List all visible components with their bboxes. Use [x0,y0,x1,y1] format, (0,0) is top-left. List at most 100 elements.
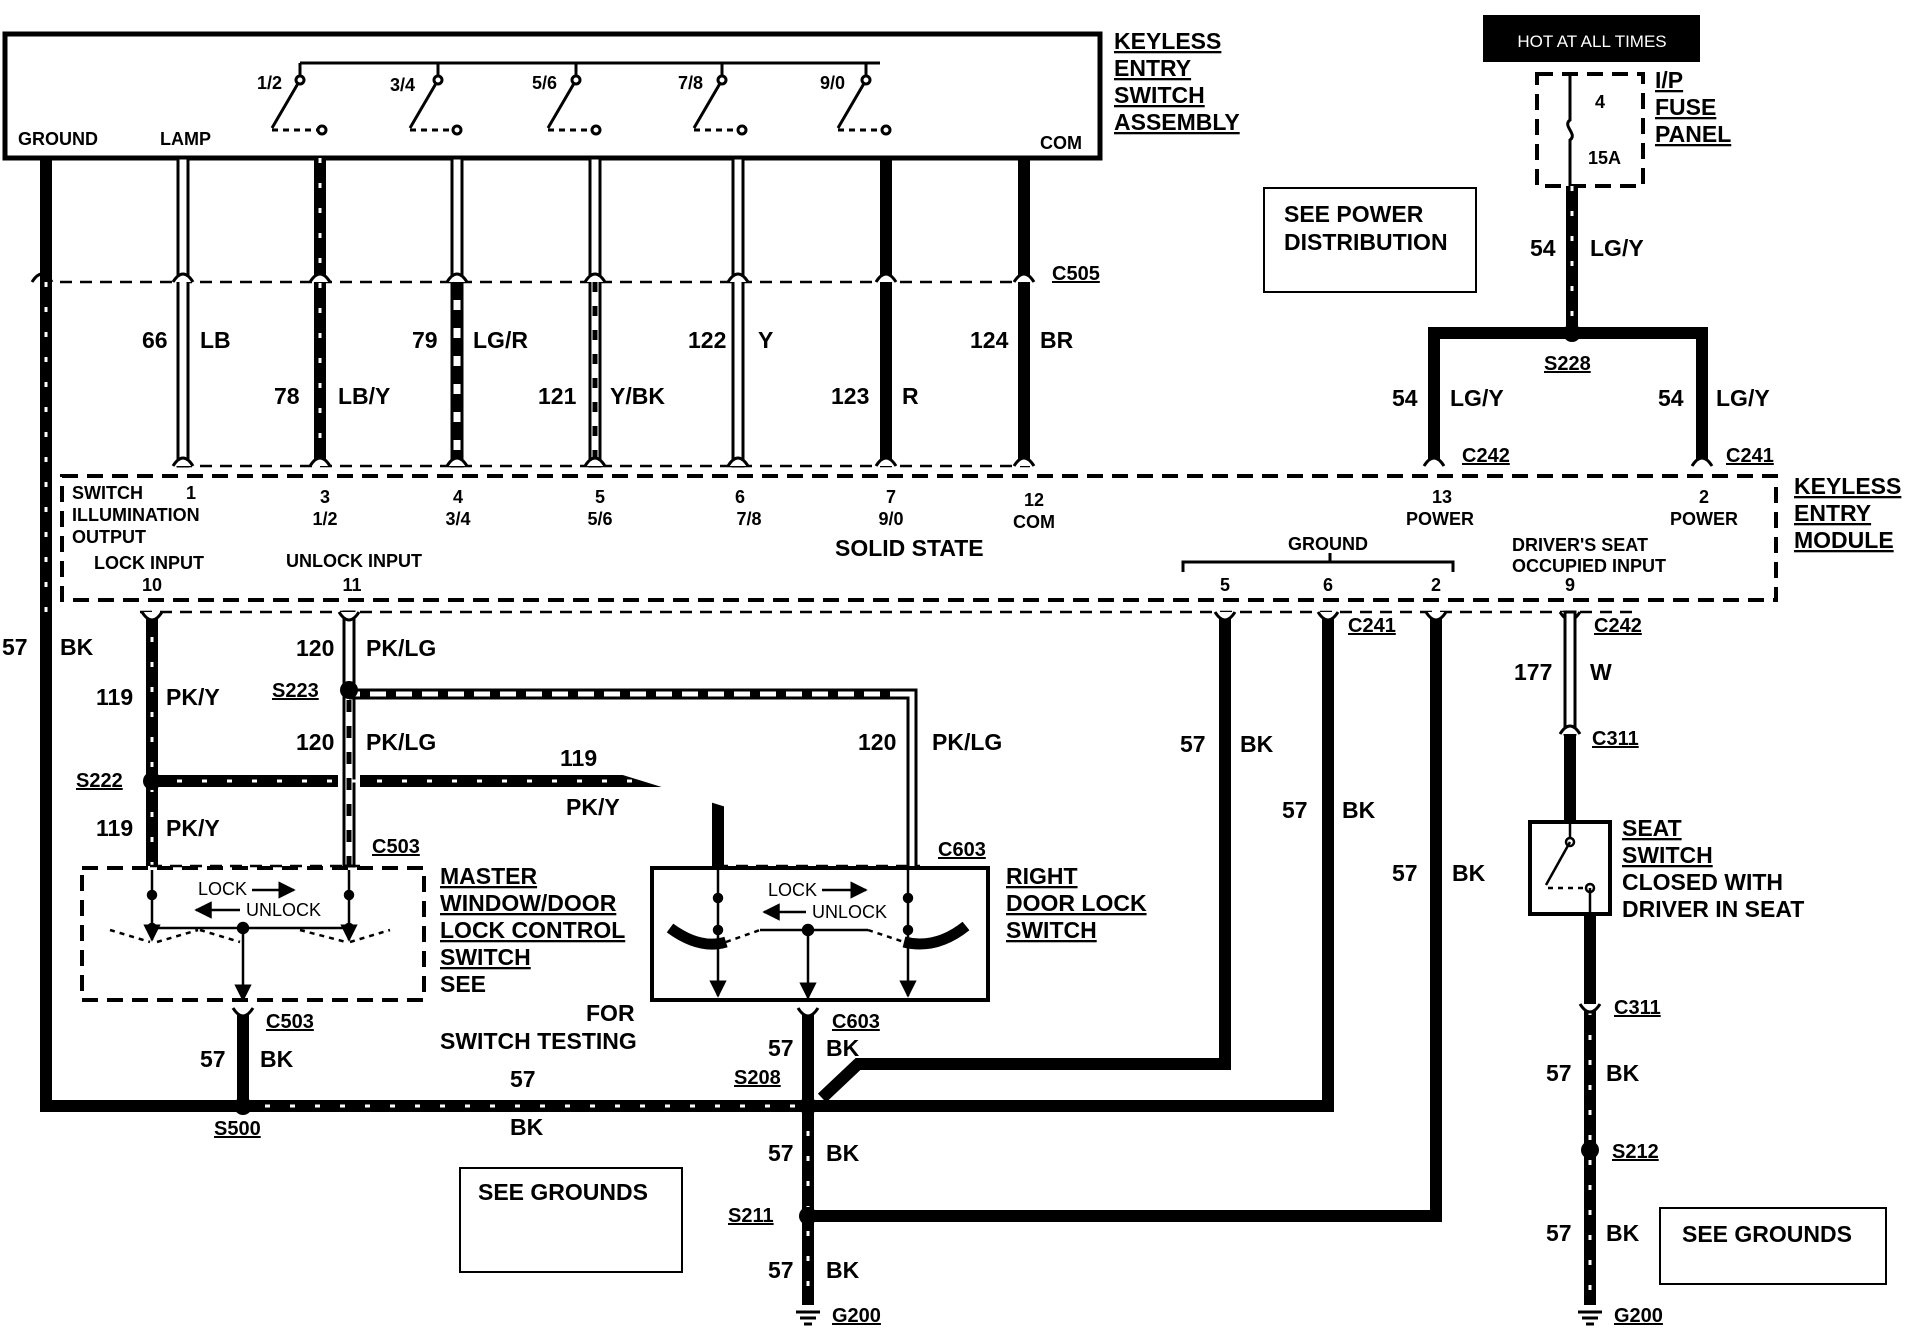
wire-57-pin6 [808,612,1334,1112]
connector-c311-bottom: C311 [1614,997,1661,1019]
pin-2-power: 2 [1699,487,1709,507]
wire-124-circuit: 124 [970,327,1009,353]
splice-s208: S208 [734,1067,781,1089]
splice-s211: S211 [728,1205,774,1227]
splice-s212-dot [1581,1141,1599,1159]
pin-6-desc: 7/8 [736,509,761,529]
connector-c505: C505 [1052,263,1100,285]
ground-g200-left: G200 [832,1305,881,1327]
wire-54-right-color: LG/Y [1716,385,1770,411]
wire-124-color: BR [1040,327,1074,353]
svg-text:OUTPUT: OUTPUT [72,527,146,547]
keyless-entry-module: SWITCH ILLUMINATION OUTPUT 1 3 1/2 4 3/4… [60,474,1778,602]
connector-c242-bottom: C242 [1594,615,1642,637]
splice-s223-dot [340,681,358,699]
wire-57-ground-main [40,158,806,1112]
pin-6: 6 [735,487,745,507]
svg-text:ENTRY: ENTRY [1794,500,1871,526]
pin-5-desc: 5/6 [587,509,612,529]
module-title: KEYLESS ENTRY MODULE [1794,473,1901,553]
wire-119-lower-circuit: 119 [96,815,133,841]
svg-text:MASTER: MASTER [440,863,538,889]
switch-assembly-title: KEYLESS ENTRY SWITCH ASSEMBLY [1114,28,1240,135]
pin-13-desc: POWER [1406,509,1474,529]
svg-text:DOOR LOCK: DOOR LOCK [1006,890,1147,916]
ground-group-label: GROUND [1288,534,1368,554]
wire-57-c503-color: BK [260,1046,294,1072]
wire-57-bottom-color: BK [510,1114,544,1140]
see-grounds-left-box [459,1167,683,1273]
button-label-9-0: 9/0 [820,73,845,93]
button-label-7-8: 7/8 [678,73,703,93]
svg-text:SWITCH: SWITCH [1114,82,1205,108]
wire-177 [1563,610,1577,736]
lock-input-label: LOCK INPUT [94,553,204,573]
fuse-number: 4 [1595,92,1605,112]
master-lock-switch: LOCK UNLOCK [80,866,426,1002]
wire-57-s208-circuit: 57 [768,1140,794,1166]
wire-177-color: W [1590,659,1612,685]
solid-state-label: SOLID STATE [835,535,984,561]
wire-57-bottom-circuit: 57 [510,1066,536,1092]
wire-57-left-circuit: 57 [2,634,28,660]
wire-119-mid-color: PK/Y [566,794,620,820]
fuse-panel-title: I/P FUSE PANEL [1655,67,1731,147]
wire-57-s208-color: BK [826,1140,860,1166]
pin-4-desc: 3/4 [445,509,470,529]
wire-57-left-color: BK [60,634,94,660]
pin-5-ground: 5 [1220,575,1230,595]
splice-s211-dot [799,1207,817,1225]
ground-terminal-label: GROUND [18,129,98,149]
svg-text:WINDOW/DOOR: WINDOW/DOOR [440,890,617,916]
svg-text:DRIVER IN SEAT: DRIVER IN SEAT [1622,896,1804,922]
wire-120-right-circuit: 120 [858,729,896,755]
wire-54-right-circuit: 54 [1658,385,1684,411]
pin-2-power-desc: POWER [1670,509,1738,529]
hot-at-all-times-badge [1483,15,1700,62]
svg-text:CLOSED WITH: CLOSED WITH [1622,869,1783,895]
wire-121-circuit: 121 [538,383,577,409]
right-lock-label: LOCK [768,880,817,900]
button-label-1-2: 1/2 [257,73,282,93]
svg-text:SWITCH: SWITCH [440,944,531,970]
lock-unlock-wires [146,610,918,868]
wire-57-pin6-circuit: 57 [1282,797,1308,823]
wire-120-upper-color: PK/LG [366,635,436,661]
wire-57-s211-color: BK [826,1257,860,1283]
fuse-icon [1566,76,1574,186]
wire-57-pin5-circuit: 57 [1180,731,1206,757]
splice-s208-dot [799,1097,817,1115]
wire-122-circuit: 122 [688,327,726,353]
splice-s222: S222 [76,770,123,792]
see-power-line2: DISTRIBUTION [1284,229,1448,255]
wire-57-seat-circuit: 57 [1546,1060,1572,1086]
svg-text:FUSE: FUSE [1655,94,1716,120]
wire-57-pin2-color: BK [1452,860,1486,886]
pin-9: 9 [1565,575,1575,595]
svg-text:SWITCH TESTING: SWITCH TESTING [440,1028,637,1054]
ground-g200-right: G200 [1614,1305,1663,1327]
wire-119-upper-circuit: 119 [96,684,133,710]
button-label-3-4: 3/4 [390,75,415,95]
master-unlock-label: UNLOCK [246,900,321,920]
wire-57-s212-circuit: 57 [1546,1220,1572,1246]
connector-c241-top: C241 [1726,445,1774,467]
keyless-entry-switch-assembly: GROUND LAMP COM 1/2 3/4 5/6 7/8 9/0 [2,31,1103,161]
wire-66-circuit: 66 [142,327,168,353]
svg-text:SWITCH: SWITCH [1006,917,1097,943]
splice-s228-dot [1563,324,1581,342]
pin-11: 11 [342,575,361,595]
pin-7-desc: 9/0 [878,509,903,529]
svg-text:FOR: FOR [586,1000,635,1026]
splice-s223: S223 [272,680,319,702]
wire-54-feed-color: LG/Y [1590,235,1644,261]
wire-54-left-color: LG/Y [1450,385,1504,411]
svg-text:MODULE: MODULE [1794,527,1894,553]
wire-177-circuit: 177 [1514,659,1552,685]
com-terminal-label: COM [1040,133,1082,153]
pin-13: 13 [1432,487,1452,507]
pin-1: 1 [186,483,196,503]
svg-text:KEYLESS: KEYLESS [1794,473,1901,499]
wire-57-s212-color: BK [1606,1220,1640,1246]
